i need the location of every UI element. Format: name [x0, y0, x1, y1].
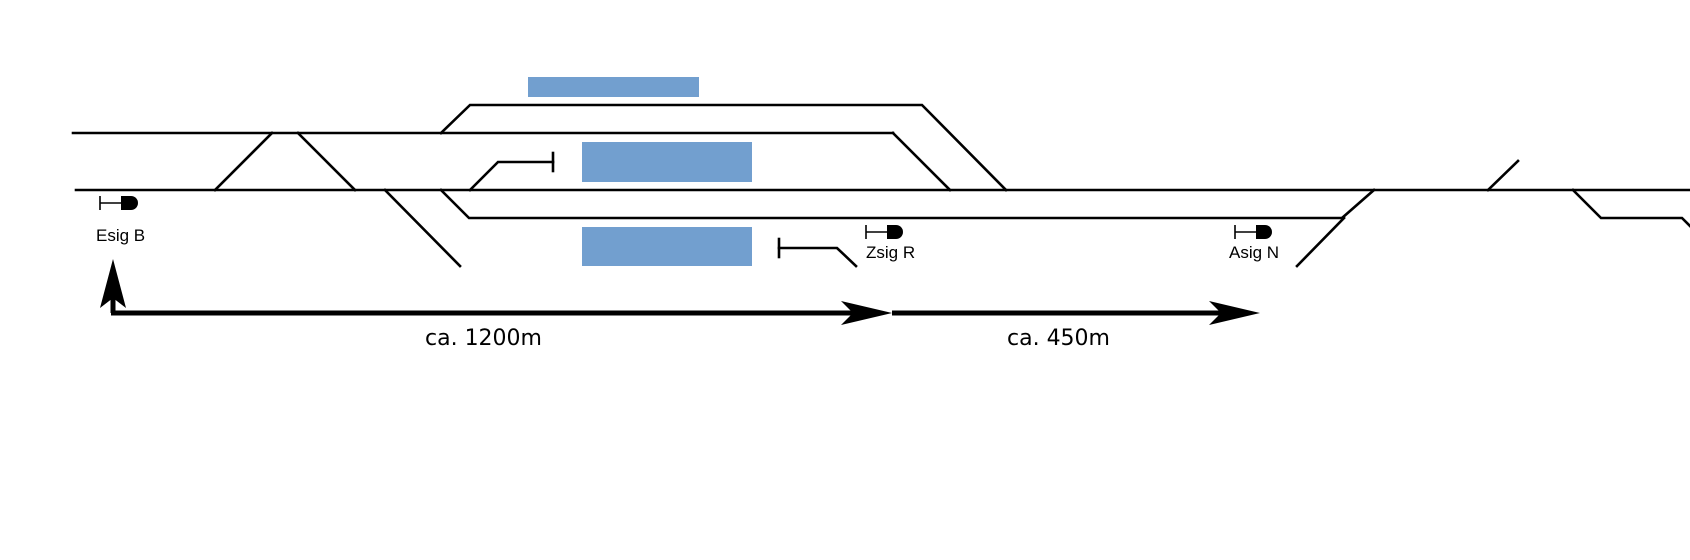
- branch-lower-right: [1295, 216, 1346, 268]
- distance-label-1: ca. 1200m: [425, 326, 542, 351]
- track-upper-loop: [439, 103, 1008, 192]
- distance-dimension: ca. 1200m ca. 450m: [100, 259, 1260, 351]
- signal-label: Zsig R: [866, 243, 915, 262]
- crossover-left-2: [296, 131, 357, 192]
- signal-label: Asig N: [1229, 243, 1279, 262]
- signal-asig-n: Asig N: [1229, 225, 1279, 262]
- switch-far-right-down: [1571, 188, 1690, 228]
- switch-far-right-up: [1486, 159, 1520, 192]
- dimension-arrow-head-1: [841, 301, 892, 325]
- signal-label: Esig B: [96, 226, 145, 245]
- siding-stub-upper: [468, 160, 555, 192]
- distance-label-2: ca. 450m: [1007, 326, 1110, 351]
- platform-middle: [582, 142, 752, 182]
- platform-top: [528, 77, 699, 97]
- branch-lower-left: [383, 188, 462, 268]
- origin-arrow-head: [100, 259, 126, 308]
- signal-zsig-r: Zsig R: [865, 225, 915, 262]
- tracks: [71, 103, 1690, 268]
- siding-stub-lower: [777, 246, 858, 268]
- signal-esig-b: Esig B: [96, 196, 145, 245]
- main-signal-icon: [1234, 225, 1272, 239]
- track-lower-loop-exit: [1340, 188, 1376, 220]
- platforms: [528, 77, 752, 266]
- platform-bottom: [582, 227, 752, 266]
- main-signal-icon: [865, 225, 903, 239]
- track-2-exit: [891, 131, 952, 192]
- main-signal-icon: [99, 196, 138, 210]
- dimension-arrow-head-2: [1209, 301, 1260, 325]
- track-lower-loop: [439, 188, 1344, 220]
- crossover-left-1: [213, 131, 274, 192]
